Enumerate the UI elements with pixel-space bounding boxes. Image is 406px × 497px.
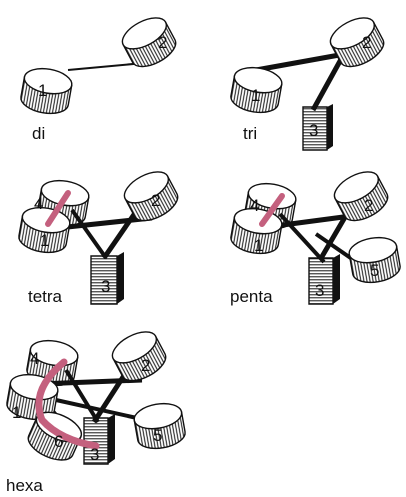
label-tri-2: 2	[362, 33, 371, 52]
highlight-link	[35, 358, 100, 450]
label-di-1: 1	[38, 81, 47, 100]
label-hexa-3: 3	[90, 445, 99, 464]
cylinder-2	[106, 324, 172, 388]
label-penta-5: 5	[370, 261, 379, 280]
label-hexa-6: 6	[54, 432, 63, 451]
label-penta-1: 1	[254, 236, 263, 255]
bond-4-3	[278, 212, 326, 264]
panel-hexa: 4 2 1 5 6 3 hexa	[4, 324, 188, 495]
bond-1-2	[67, 62, 145, 71]
cylinder-3	[90, 252, 124, 305]
bond-4-3	[64, 368, 100, 424]
label-tetra-3: 3	[101, 277, 110, 296]
label-tetra-4: 4	[34, 194, 43, 213]
label-hexa-2: 2	[141, 356, 150, 375]
highlight-link	[259, 193, 285, 227]
label-di-2: 2	[158, 33, 167, 52]
panel-di: 1 2 di	[18, 10, 182, 143]
label-penta-2: 2	[364, 196, 373, 215]
label-penta-3: 3	[315, 281, 324, 300]
bond-1-2	[57, 215, 153, 231]
label-tetra-2: 2	[151, 191, 160, 210]
panel-tri: 1 2 3 tri	[228, 10, 390, 151]
caption-tri: tri	[243, 124, 257, 143]
label-tri-1: 1	[251, 86, 260, 105]
label-tetra-1: 1	[40, 231, 49, 250]
panel-penta: 4 2 1 5 3 penta	[228, 164, 403, 306]
label-hexa-1: 1	[12, 403, 21, 422]
caption-hexa: hexa	[6, 476, 43, 495]
label-penta-4: 4	[250, 196, 259, 215]
label-hexa-4: 4	[30, 349, 39, 368]
cylinder-3	[302, 104, 333, 151]
label-hexa-5: 5	[153, 426, 162, 445]
caption-tetra: tetra	[28, 287, 63, 306]
panel-tetra: 4 2 1 3 tetra	[16, 164, 184, 306]
bond-4-3	[70, 208, 108, 260]
cylinder-3	[83, 414, 115, 465]
cylinder-3	[308, 254, 340, 305]
caption-penta: penta	[230, 287, 273, 306]
label-tri-3: 3	[309, 121, 318, 140]
caption-di: di	[32, 124, 45, 143]
cylinder-2	[324, 10, 390, 74]
bond-1-2	[37, 377, 143, 387]
highlight-link	[45, 190, 71, 227]
